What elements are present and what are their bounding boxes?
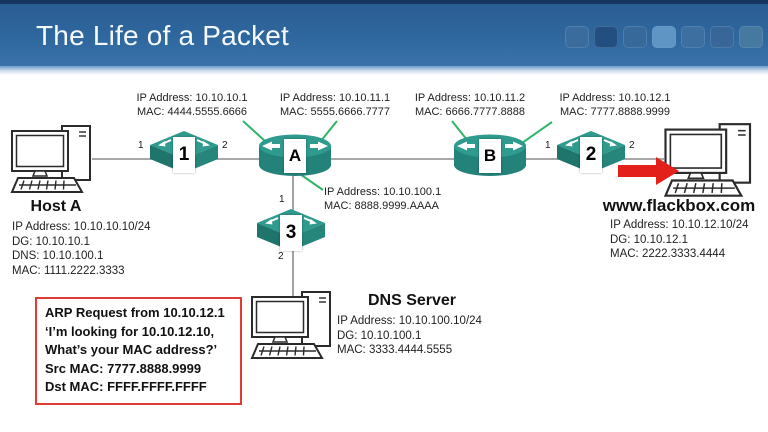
interface-5-ip: IP Address: 10.10.100.1 [324,186,442,198]
decor-square [594,26,618,48]
switch-1-port-1: 1 [138,140,144,151]
host-a-name: Host A [30,198,82,215]
decor-square [681,26,705,48]
host-a-ip: IP Address: 10.10.10.10/24 [12,221,151,233]
dns-server-computer [250,290,338,362]
router-b-label: B [479,139,501,173]
title-bar-top-strip [0,0,768,4]
host-a-computer [10,124,98,196]
title-bar-decor-squares [565,26,763,48]
web-server-name: www.flackbox.com [602,196,756,215]
interface-label-4: IP Address: 10.10.12.1 MAC: 7777.8888.99… [549,92,681,119]
switch-2: 2 [556,130,626,186]
dns-server-name: DNS Server [367,292,457,309]
interface-label-5: IP Address: 10.10.100.1 MAC: 8888.9999.A… [324,186,464,213]
router-b: B [452,133,528,179]
decor-square [565,26,589,48]
dns-server-dg: DG: 10.10.100.1 [337,329,422,342]
computer-icon [10,125,91,193]
interface-label-2: IP Address: 10.10.11.1 MAC: 5555.6666.77… [270,92,400,119]
switch-1: 1 [149,130,219,186]
arp-request-box: ARP Request from 10.10.12.1 ‘I’m looking… [35,297,242,405]
dns-server-details: IP Address: 10.10.100.10/24 DG: 10.10.10… [337,314,482,358]
web-server-mac: MAC: 2222.3333.4444 [610,248,726,260]
decor-square [652,26,676,48]
dns-server-mac: MAC: 3333.4444.5555 [337,344,453,356]
interface-1-ip: IP Address: 10.10.10.1 [136,92,248,104]
router-a-label: A [284,139,306,173]
arp-line-4: Src MAC: 7777.8888.9999 [45,360,202,376]
host-a-dg: DG: 10.10.10.1 [12,235,90,248]
interface-label-3: IP Address: 10.10.11.2 MAC: 6666.7777.88… [405,92,535,119]
decor-square [710,26,734,48]
host-a-mac: MAC: 1111.2222.3333 [12,264,125,277]
switch-2-port-1: 1 [545,140,551,151]
interface-1-mac: MAC: 4444.5555.6666 [136,105,248,118]
interface-3-ip: IP Address: 10.10.11.2 [414,92,526,104]
arp-line-2: ‘I’m looking for 10.10.12.10, [45,323,215,339]
decor-square [739,26,763,48]
interface-5-mac: MAC: 8888.9999.AAAA [324,199,439,212]
web-server-computer [662,122,760,200]
title-bar-fade [0,66,768,75]
switch-3-port-2: 2 [278,251,284,262]
switch-3-port-1: 1 [279,194,285,205]
arp-line-5: Dst MAC: FFFF.FFFF.FFFF [45,379,207,395]
interface-3-mac: MAC: 6666.7777.8888 [414,105,526,118]
interface-2-ip: IP Address: 10.10.11.1 [279,92,391,104]
switch-1-label: 1 [173,137,195,173]
arp-line-1: ARP Request from 10.10.12.1 [45,305,225,320]
switch-2-port-2: 2 [629,140,635,151]
switch-2-label: 2 [580,137,602,173]
interface-label-1: IP Address: 10.10.10.1 MAC: 4444.5555.66… [127,92,257,119]
web-server-ip: IP Address: 10.10.12.10/24 [610,219,749,231]
computer-icon [250,291,331,359]
computer-icon [663,123,752,197]
dns-server-ip: IP Address: 10.10.100.10/24 [337,315,482,327]
arp-broadcast-arrow-icon [618,157,679,185]
switch-1-port-2: 2 [222,140,228,151]
interface-4-mac: MAC: 7777.8888.9999 [559,105,671,118]
router-a: A [257,133,333,179]
web-server-dg: DG: 10.10.12.1 [610,233,688,246]
host-a-dns: DNS: 10.10.100.1 [12,250,104,262]
switch-3: 3 [256,208,326,264]
decor-square [623,26,647,48]
web-server-details: IP Address: 10.10.12.10/24 DG: 10.10.12.… [610,218,749,262]
arp-line-3: What’s your MAC address?’ [45,342,218,358]
switch-3-label: 3 [280,215,302,251]
interface-4-ip: IP Address: 10.10.12.1 [559,92,671,104]
interface-2-mac: MAC: 5555.6666.7777 [279,105,391,118]
page-title: The Life of a Packet [36,20,290,51]
host-a-details: IP Address: 10.10.10.10/24 DG: 10.10.10.… [12,220,151,278]
